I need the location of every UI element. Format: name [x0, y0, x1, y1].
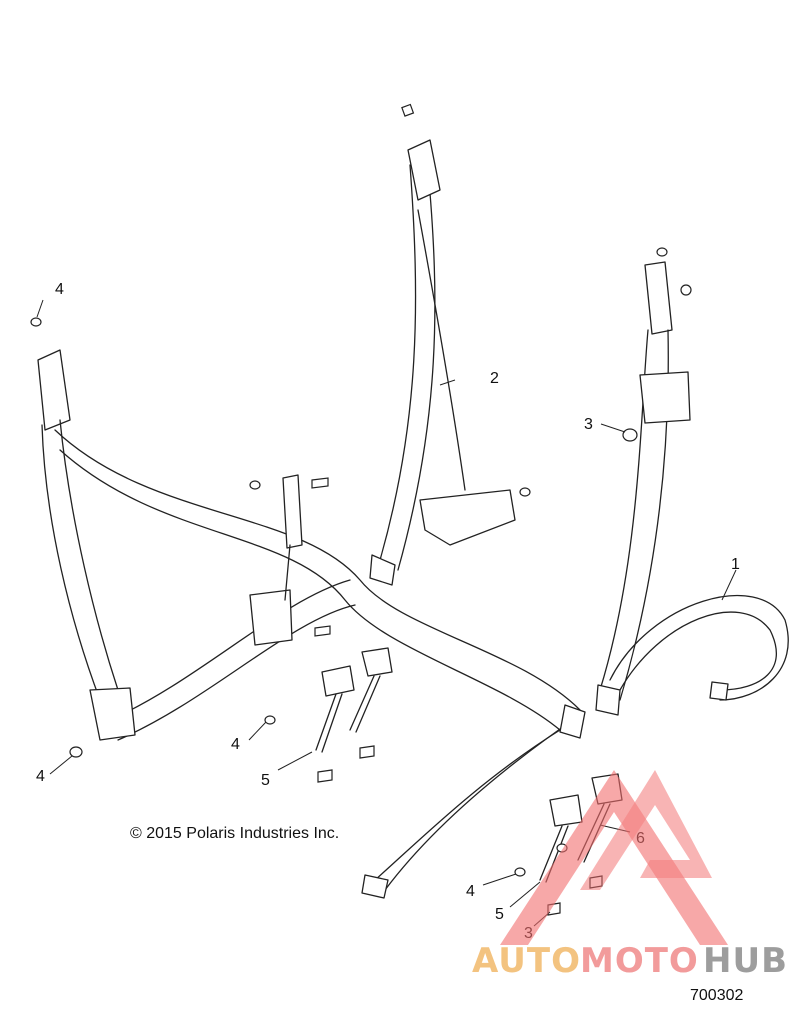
buckle-assembly-5-center — [315, 647, 393, 783]
watermark-inner-triangle-icon — [580, 770, 712, 890]
seat-belt-assembly-1 — [595, 247, 789, 716]
seat-belt-assembly-2 — [369, 103, 531, 586]
callout-4-bottom-left: 4 — [36, 768, 45, 785]
callout-2: 2 — [490, 370, 499, 387]
automotohub-watermark-logo: AUTO MOTO HUB — [472, 770, 788, 981]
copyright-text: © 2015 Polaris Industries Inc. — [130, 825, 339, 842]
callout-4-bottom-right: 4 — [466, 883, 475, 900]
watermark-triangle-icon — [500, 770, 728, 945]
callout-1: 1 — [731, 556, 740, 573]
diagram-part-number: 700302 — [690, 987, 743, 1004]
seat-belt-assembly-left — [30, 317, 586, 899]
watermark-hub: HUB — [703, 941, 788, 981]
callout-4-top-left: 4 — [55, 281, 64, 298]
watermark-auto: AUTO — [472, 941, 581, 981]
callout-4-center: 4 — [231, 736, 240, 753]
callout-5-center: 5 — [261, 772, 270, 789]
callout-3-right: 3 — [584, 416, 593, 433]
callout-5-bottom-right: 5 — [495, 906, 504, 923]
watermark-moto: MOTO — [580, 941, 699, 981]
